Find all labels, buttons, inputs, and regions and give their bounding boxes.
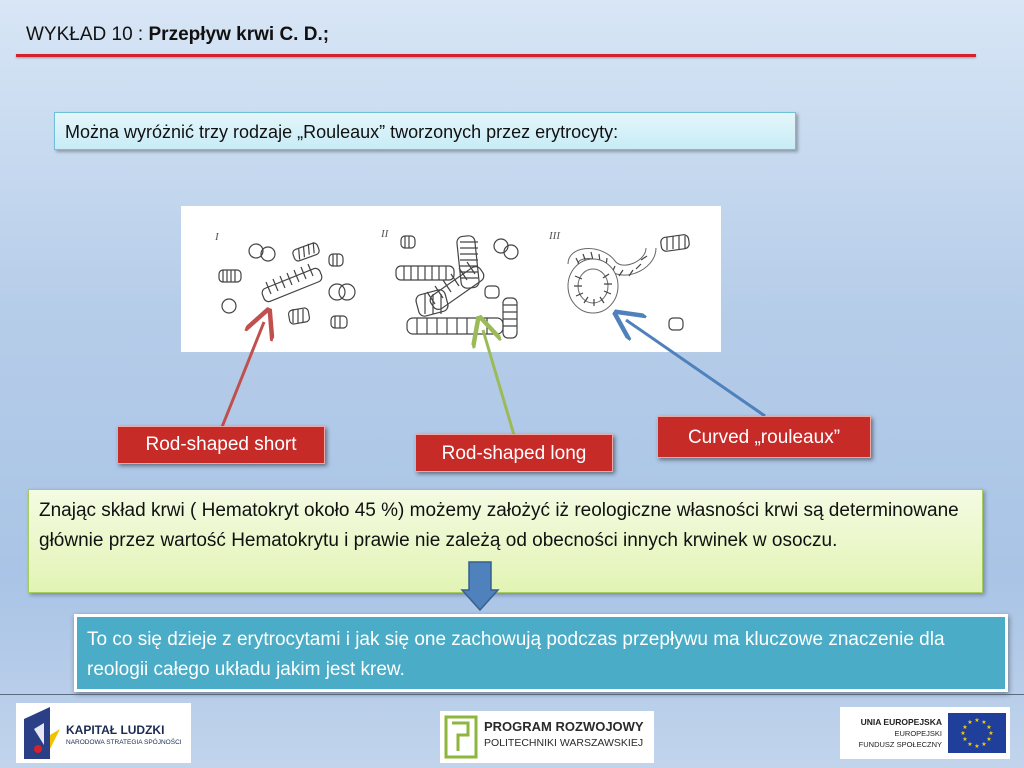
- panel-label-3: III: [548, 230, 561, 242]
- svg-text:★: ★: [962, 736, 967, 743]
- program-rozwojowy-subtitle: POLITECHNIKI WARSZAWSKIEJ: [484, 737, 644, 749]
- svg-text:★: ★: [962, 724, 967, 731]
- svg-text:★: ★: [981, 719, 986, 726]
- panel-label-2: II: [380, 228, 390, 240]
- eu-line-2: EUROPEJSKI: [894, 729, 942, 738]
- intro-callout: Można wyróżnić trzy rodzaje „Rouleaux” t…: [54, 112, 796, 150]
- rouleaux-illustration: I II III: [181, 206, 721, 352]
- eu-logo: UNIA EUROPEJSKA EUROPEJSKI FUNDUSZ SPOŁE…: [840, 707, 1010, 759]
- conclusion-text: To co się dzieje z erytrocytami i jak si…: [87, 629, 945, 680]
- down-arrow-icon: [460, 561, 500, 612]
- kapital-ludzki-mark-icon: [24, 707, 60, 759]
- slide-title: WYKŁAD 10 : Przepływ krwi C. D.;: [26, 24, 329, 46]
- svg-text:★: ★: [988, 730, 993, 737]
- conclusion-inner: To co się dzieje z erytrocytami i jak si…: [77, 617, 1005, 689]
- label-rod-shaped-short: Rod-shaped short: [117, 426, 325, 464]
- label-rod-shaped-short-text: Rod-shaped short: [145, 434, 297, 455]
- label-rod-shaped-long: Rod-shaped long: [415, 434, 613, 472]
- hematocrit-note: Znając skład krwi ( Hematokryt około 45 …: [28, 489, 983, 593]
- eu-line-3: FUNDUSZ SPOŁECZNY: [858, 740, 942, 749]
- svg-text:★: ★: [974, 743, 979, 750]
- svg-text:★: ★: [967, 719, 972, 726]
- hematocrit-note-text: Znając skład krwi ( Hematokryt około 45 …: [39, 500, 959, 551]
- kapital-ludzki-title: KAPITAŁ LUDZKI: [66, 723, 165, 737]
- eu-flag-icon: ★★★ ★★★ ★★★ ★★★: [948, 713, 1006, 753]
- slide-title-bold: Przepływ krwi C. D.;: [148, 24, 330, 45]
- svg-text:★: ★: [974, 717, 979, 724]
- program-rozwojowy-logo: PROGRAM ROZWOJOWY POLITECHNIKI WARSZAWSK…: [440, 711, 654, 763]
- footer-divider: [0, 694, 1024, 695]
- intro-text: Można wyróżnić trzy rodzaje „Rouleaux” t…: [65, 122, 619, 142]
- label-curved-rouleaux: Curved „rouleaux”: [657, 416, 871, 458]
- footer: KAPITAŁ LUDZKI NARODOWA STRATEGIA SPÓJNO…: [0, 695, 1024, 768]
- rouleaux-drawing: I II III: [214, 228, 690, 339]
- label-rod-shaped-long-text: Rod-shaped long: [441, 443, 587, 464]
- kapital-ludzki-logo: KAPITAŁ LUDZKI NARODOWA STRATEGIA SPÓJNO…: [16, 703, 191, 763]
- conclusion-box: To co się dzieje z erytrocytami i jak si…: [74, 614, 1008, 692]
- panel-label-1: I: [214, 231, 220, 243]
- label-curved-rouleaux-text: Curved „rouleaux”: [687, 427, 841, 448]
- eu-line-1: UNIA EUROPEJSKA: [860, 717, 942, 727]
- slide-title-prefix: WYKŁAD 10 :: [26, 24, 149, 45]
- program-rozwojowy-mark-icon: [444, 715, 478, 759]
- program-rozwojowy-title: PROGRAM ROZWOJOWY: [484, 719, 644, 734]
- svg-text:★: ★: [960, 730, 965, 737]
- title-underline: [16, 54, 976, 57]
- svg-text:★: ★: [986, 724, 991, 731]
- svg-text:★: ★: [967, 741, 972, 748]
- svg-text:★: ★: [986, 736, 991, 743]
- svg-text:★: ★: [981, 741, 986, 748]
- kapital-ludzki-subtitle: NARODOWA STRATEGIA SPÓJNOŚCI: [66, 739, 182, 746]
